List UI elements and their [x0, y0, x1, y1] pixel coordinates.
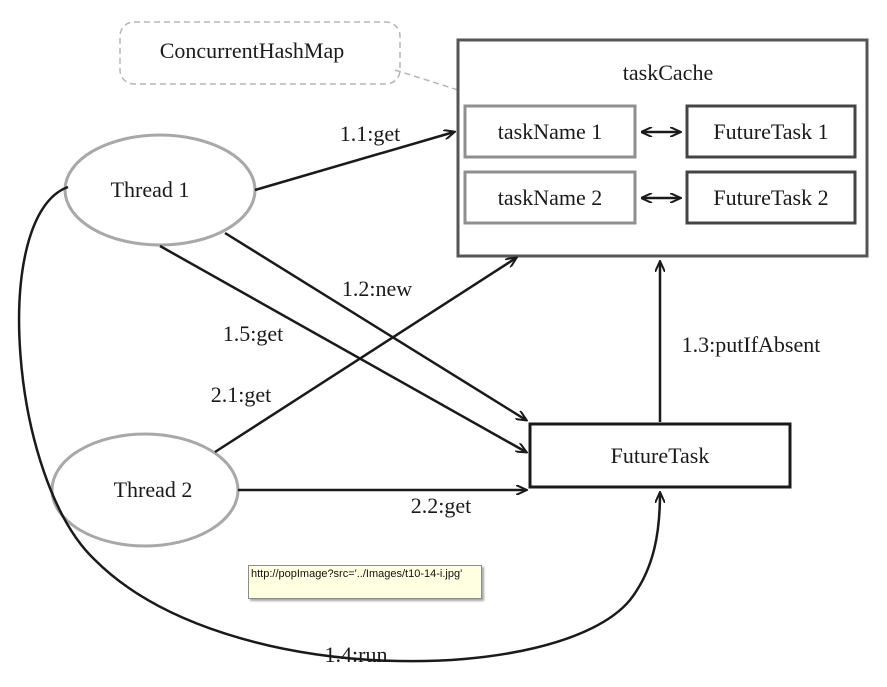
thread-2-node: Thread 2: [50, 432, 240, 548]
cache-value-2: FutureTask 2: [713, 185, 828, 210]
cache-key-2: taskName 2: [498, 185, 602, 210]
callout-label: ConcurrentHashMap: [160, 38, 345, 63]
concurrenthashmap-callout: ConcurrentHashMap: [119, 21, 459, 91]
edge-1-4-run: [17, 185, 660, 663]
edge-label-2-1: 2.1:get: [211, 382, 272, 407]
cache-key-2-box: [463, 170, 637, 225]
edge-label-1-3: 1.3:putIfAbsent: [682, 332, 821, 357]
taskcache-title: taskCache: [623, 60, 713, 85]
edge-label-1-4: 1.4:run: [325, 642, 388, 667]
cache-value-1: FutureTask 1: [713, 119, 828, 144]
edge-1-2-new: [224, 231, 526, 420]
futuretask-box: FutureTask: [528, 422, 792, 489]
edge-1-1-get: [254, 132, 454, 192]
cache-value-2-box: [685, 170, 857, 225]
edge-label-2-2: 2.2:get: [411, 493, 472, 518]
taskcache-box: taskCache taskName 1 FutureTask 1 taskNa…: [456, 38, 869, 258]
image-url-tooltip: http://popImage?src='../Images/t10-14-i.…: [248, 565, 482, 599]
edge-1-5-get: [159, 244, 526, 452]
edge-label-1-5: 1.5:get: [223, 321, 284, 346]
edge-label-1-2: 1.2:new: [342, 276, 412, 301]
edge-2-1-get: [214, 258, 516, 454]
thread-1-node: Thread 1: [63, 133, 257, 247]
edge-label-1-1: 1.1:get: [340, 121, 401, 146]
thread-1-label: Thread 1: [111, 177, 190, 202]
thread-2-label: Thread 2: [114, 477, 193, 502]
cache-value-1-box: [685, 104, 857, 159]
cache-key-1-box: [463, 104, 637, 159]
futuretask-label: FutureTask: [611, 443, 710, 468]
cache-key-1: taskName 1: [498, 119, 602, 144]
